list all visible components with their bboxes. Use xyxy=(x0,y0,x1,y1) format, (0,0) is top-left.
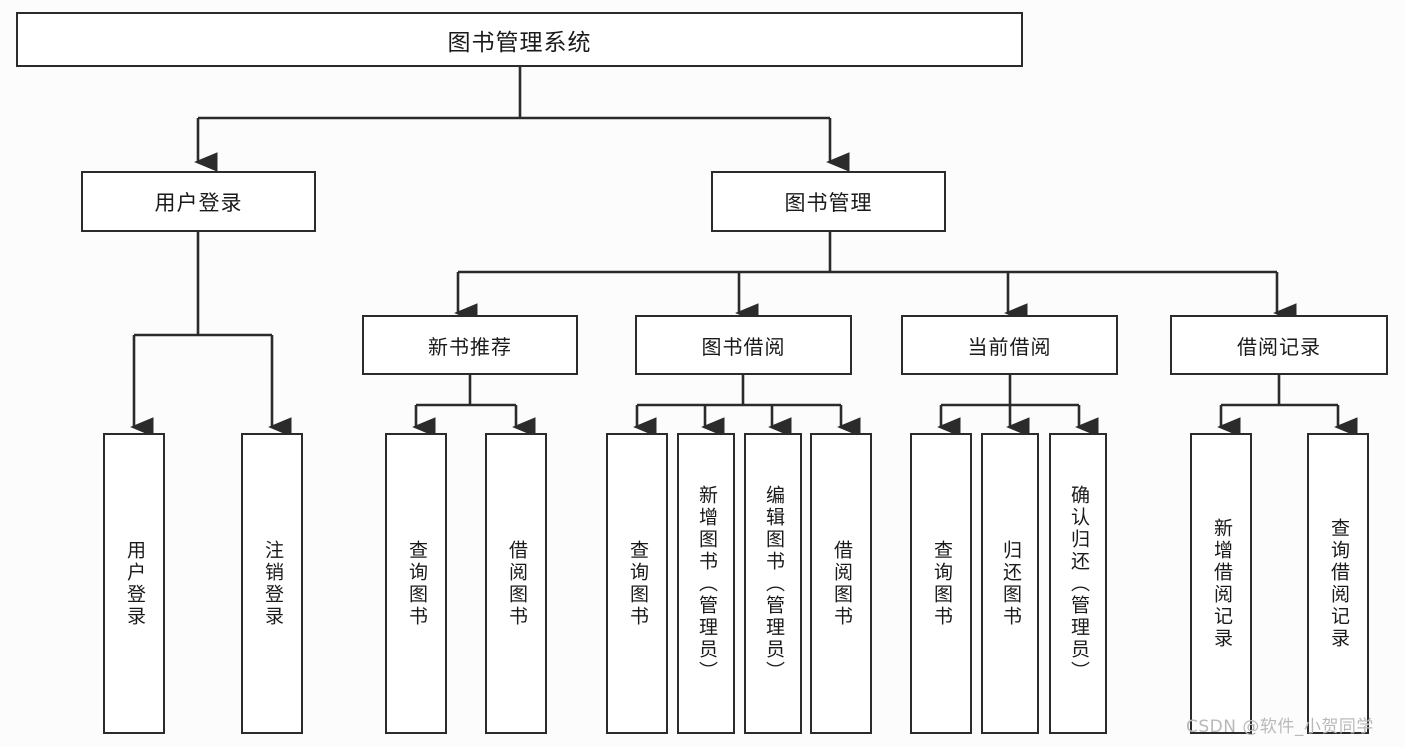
leaf-label: 用户登录 xyxy=(123,539,146,628)
leaf-label: 确认归还（管理员） xyxy=(1067,484,1090,683)
node-current-borrow[interactable]: 当前借阅 xyxy=(901,315,1118,375)
leaf-return-book[interactable]: 归还图书 xyxy=(981,433,1039,734)
leaf-label: 借阅图书 xyxy=(505,539,528,628)
leaf-confirm-return-admin[interactable]: 确认归还（管理员） xyxy=(1049,433,1107,734)
leaf-query-book-recommend[interactable]: 查询图书 xyxy=(385,433,447,734)
leaf-query-book-borrow[interactable]: 查询图书 xyxy=(606,433,668,734)
node-label: 图书借阅 xyxy=(701,334,786,359)
leaf-label: 编辑图书（管理员） xyxy=(762,484,785,683)
leaf-edit-book-admin[interactable]: 编辑图书（管理员） xyxy=(744,433,802,734)
node-label: 当前借阅 xyxy=(967,334,1052,359)
node-label: 图书管理系统 xyxy=(447,29,592,56)
watermark: CSDN @软件_小贺同学 xyxy=(1186,717,1374,737)
leaf-borrow-book[interactable]: 借阅图书 xyxy=(810,433,872,734)
node-label: 用户登录 xyxy=(154,190,243,215)
node-label: 新书推荐 xyxy=(428,334,512,359)
leaf-label: 借阅图书 xyxy=(830,539,853,628)
leaf-label: 查询图书 xyxy=(930,539,953,628)
leaf-query-book-current[interactable]: 查询图书 xyxy=(910,433,972,734)
leaf-logout[interactable]: 注销登录 xyxy=(241,433,303,734)
node-root-book-management-system[interactable]: 图书管理系统 xyxy=(16,12,1023,67)
node-book-management[interactable]: 图书管理 xyxy=(711,171,946,232)
leaf-label: 注销登录 xyxy=(261,539,284,628)
leaf-label: 查询图书 xyxy=(626,539,649,628)
node-borrow-record[interactable]: 借阅记录 xyxy=(1170,315,1388,375)
leaf-user-login[interactable]: 用户登录 xyxy=(103,433,165,734)
leaf-label: 查询图书 xyxy=(405,539,428,628)
leaf-label: 新增借阅记录 xyxy=(1210,517,1233,650)
leaf-label: 查询借阅记录 xyxy=(1327,517,1350,650)
leaf-label: 归还图书 xyxy=(999,539,1022,628)
node-user-login[interactable]: 用户登录 xyxy=(81,171,316,232)
node-label: 借阅记录 xyxy=(1237,334,1321,359)
node-new-book-recommend[interactable]: 新书推荐 xyxy=(362,315,578,375)
leaf-add-book-admin[interactable]: 新增图书（管理员） xyxy=(677,433,735,734)
leaf-query-borrow-record[interactable]: 查询借阅记录 xyxy=(1307,433,1369,734)
leaf-add-borrow-record[interactable]: 新增借阅记录 xyxy=(1190,433,1252,734)
node-label: 图书管理 xyxy=(784,190,873,215)
node-book-borrow[interactable]: 图书借阅 xyxy=(635,315,852,375)
leaf-borrow-book-recommend[interactable]: 借阅图书 xyxy=(485,433,547,734)
leaf-label: 新增图书（管理员） xyxy=(695,484,718,683)
